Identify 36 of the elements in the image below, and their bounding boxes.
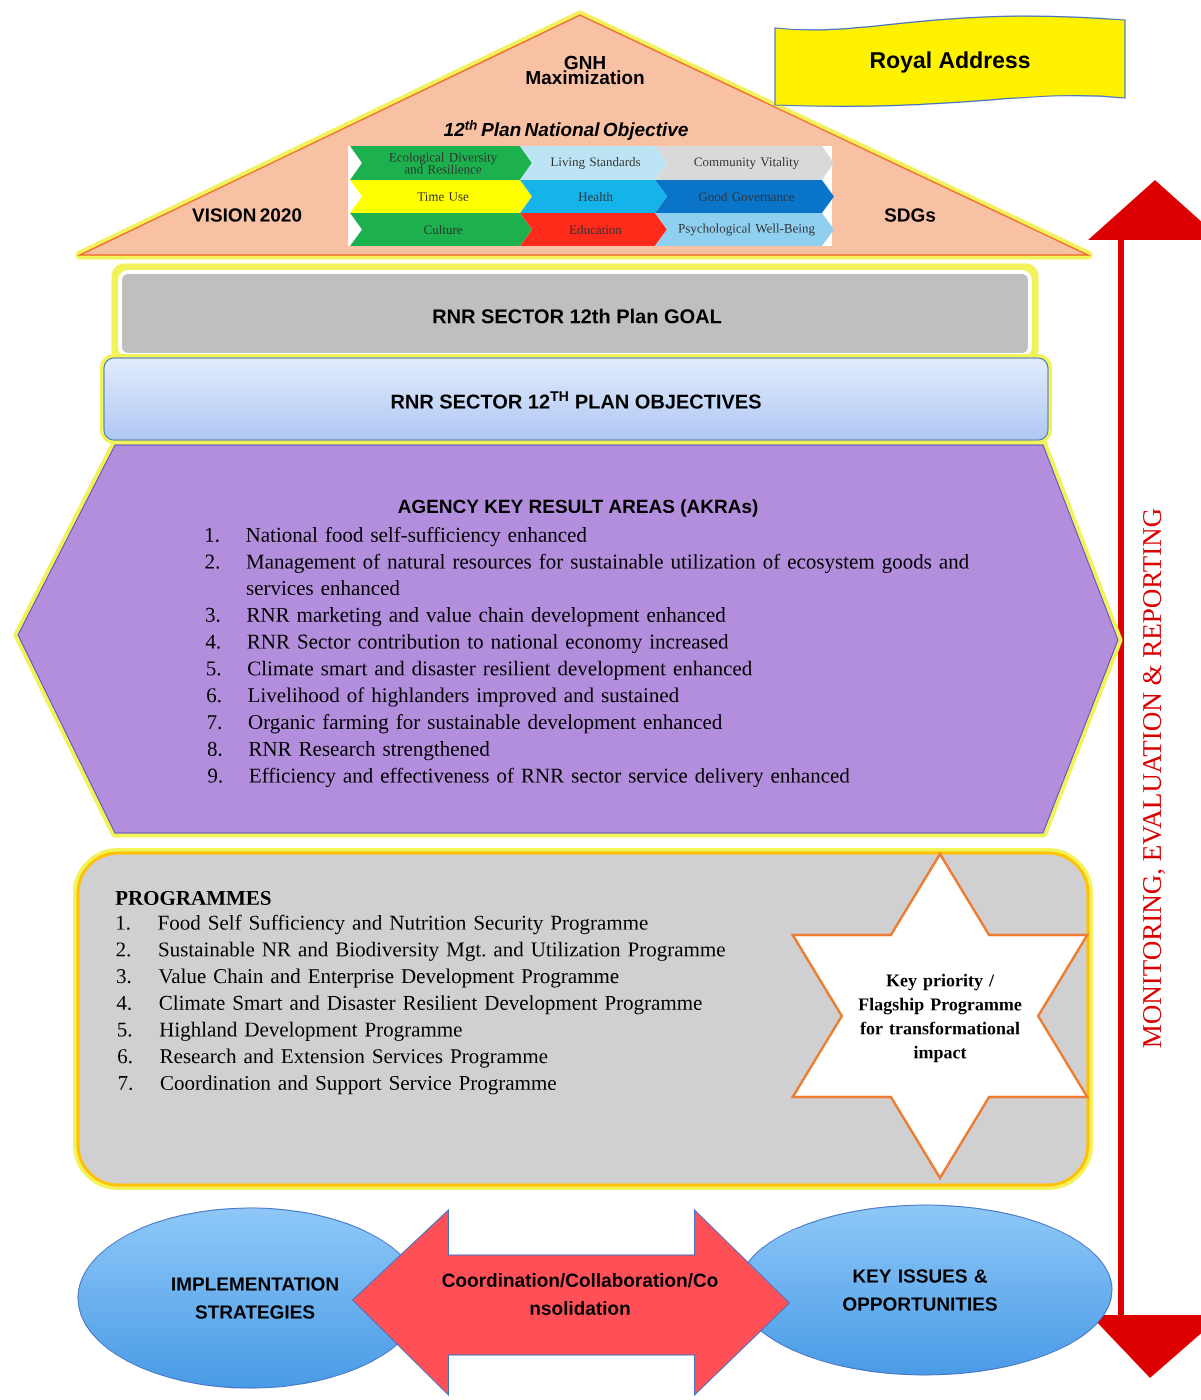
list-item: 6. Livelihood of highlanders improved and sustained [207,687,679,707]
list-item: 7. Organic farming for sustainable development enhanced [208,714,723,734]
list-item: 1. National food self-sufficiency enhanced [206,526,587,547]
list-item: 8. RNR Research strengthened [207,741,490,761]
list-item: 3. RNR marketing and value chain development enhanced [206,607,726,627]
side-label: SDGs [884,208,936,222]
list-item: 5. Highland Development Programme [118,1021,462,1041]
category-tag: Community Vitality [655,146,834,180]
objectives-box: RNR SECTOR 12$^{TH}$ PLAN OBJECTIVES [100,354,1052,444]
category-tag: Culture [350,213,532,246]
category-tag: Good Governance [655,180,834,213]
list-item: 2. Sustainable NR and Biodiversity Mgt. and Utilization Programme [116,941,725,961]
hexagon-panel [13,440,1123,838]
list-item: 4. RNR Sector contribution to national economy increased [205,633,729,653]
list-item: 9. Efficiency and effectiveness of RNR sector service delivery enhanced [208,767,850,787]
category-tag: Health [520,180,667,213]
category-tag: Ecological Diversity and Resilience [350,146,532,180]
heading-text: GNH Maximization [526,55,644,85]
double-arrow [352,1209,790,1396]
list-item: 1. Food Self Sufficiency and Nutrition Security Programme [117,914,648,935]
list-item: 7. Coordination and Support Service Programme [119,1075,556,1095]
edge-label: Coordination/Collaboration/Co nsolidation [442,1273,718,1315]
category-tag: Education [520,213,667,246]
list-item: 5. Climate smart and disaster resilient development enhanced [207,660,752,680]
banner: Royal Address [774,15,1126,107]
list-item: 3. Value Chain and Enterprise Development Programme [117,968,619,988]
category-tag: Psychological Well-Being [655,213,834,246]
list-item: 4. Climate Smart and Disaster Resilient Development Programme [116,995,702,1015]
category-tag: Living Standards [520,146,667,180]
heading-text: PROGRAMMES [115,890,271,906]
category-tag: Time Use [350,180,532,213]
side-label: VISION 2020 [192,208,302,222]
heading-text: AGENCY KEY RESULT AREAS (AKRAs) [398,499,758,517]
subheading-text: 12$^{th}$ Plan National Objective [443,120,688,140]
list-item: 2. Management of natural resources for sustainable utilization of ecosystem goods and services enhanced [205,553,969,596]
list-item: 6. Research and Extension Services Programme [118,1048,548,1068]
